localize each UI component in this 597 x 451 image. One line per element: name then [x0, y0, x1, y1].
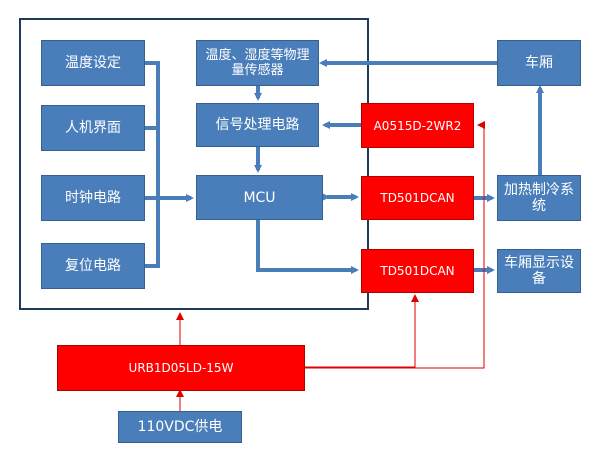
- wire-mcu-to-can2: [256, 220, 359, 274]
- dc-supply-block: 110VDC供电: [118, 411, 242, 443]
- hmi-block: 人机界面: [41, 105, 145, 151]
- can-transceiver-1-block: TD501DCAN: [361, 176, 474, 220]
- power-line-psu-to-dcdc: [305, 121, 485, 369]
- can-transceiver-2-block: TD501DCAN: [361, 249, 474, 293]
- wire-temp-set-bus: [145, 61, 160, 268]
- dcdc-a0515d-block: A0515D-2WR2: [361, 103, 474, 148]
- power-module-block: URB1D05LD-15W: [57, 345, 305, 391]
- carriage-display-block: 车厢显示设备: [497, 249, 581, 293]
- carriage-block: 车厢: [497, 40, 581, 86]
- reset-circuit-block: 复位电路: [41, 243, 145, 289]
- clock-circuit-block: 时钟电路: [41, 175, 145, 221]
- signal-processing-block: 信号处理电路: [196, 103, 319, 147]
- power-line-psu-to-can2: [305, 294, 419, 368]
- controller-board-frame: [19, 18, 369, 310]
- mcu-block: MCU: [196, 175, 323, 220]
- temp-setting-block: 温度设定: [41, 40, 145, 86]
- hvac-system-block: 加热制冷系统: [497, 175, 581, 221]
- sensor-block: 温度、湿度等物理量传感器: [196, 40, 319, 86]
